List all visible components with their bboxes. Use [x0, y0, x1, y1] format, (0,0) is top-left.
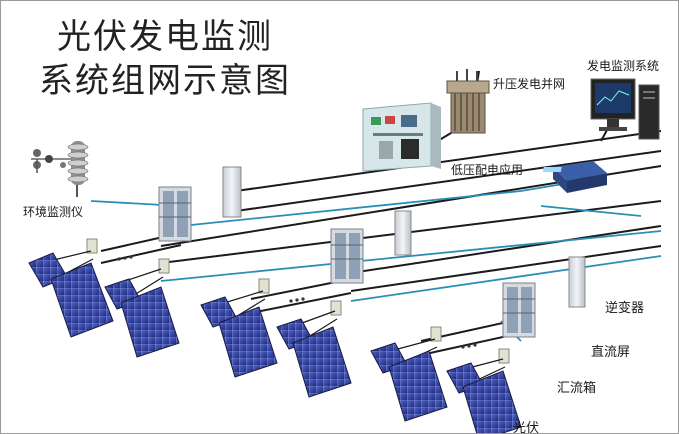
- title-line-1: 光伏发电监测: [57, 17, 273, 57]
- title-line-2: 系统组网示意图: [39, 61, 291, 101]
- label-grid: 升压发电并网: [493, 77, 566, 91]
- pv-panels: [28, 252, 522, 433]
- label-pv-array: 光伏: [513, 421, 540, 434]
- combiner-boxes: [86, 238, 510, 364]
- switchgear-cabinet: [362, 102, 441, 172]
- diagram-title: 光伏发电监测 系统组网示意图: [39, 15, 291, 103]
- data-collector-icon: [542, 161, 607, 193]
- label-inverter: 逆变器: [605, 301, 645, 316]
- monitoring-computer-icon: [590, 78, 660, 140]
- environment-monitor-icon: [31, 141, 89, 197]
- label-combiner: 汇流箱: [557, 381, 597, 396]
- dc-panel-racks: [158, 186, 536, 338]
- label-monitoring-system: 发电监测系统: [587, 59, 660, 73]
- label-low-voltage: 低压配电应用: [451, 163, 524, 177]
- inverter-cabinets: [222, 166, 586, 308]
- label-dc-panel: 直流屏: [591, 345, 631, 360]
- transformer-icon: [446, 69, 490, 134]
- communication-lines: [90, 180, 662, 342]
- label-env-monitor: 环境监测仪: [23, 205, 84, 219]
- ellipsis-dots: [117, 255, 477, 349]
